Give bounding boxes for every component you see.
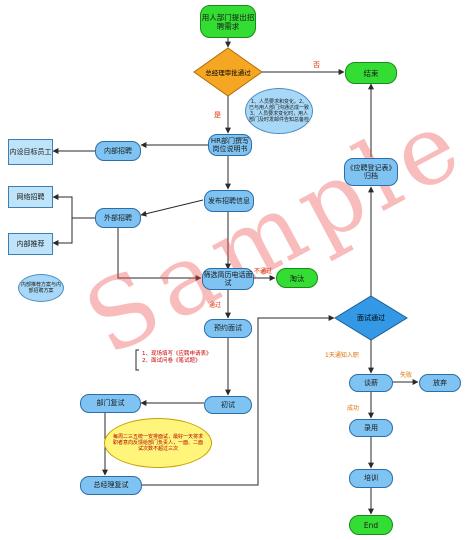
first-interview-node: 初试	[204, 396, 252, 414]
internal-recruit-node: 内部招聘	[95, 141, 141, 161]
edge-label-success: 成功	[347, 405, 360, 412]
internal-target-node: 内设目标员工	[8, 139, 53, 165]
second-interview-node: 部门复试	[80, 394, 141, 413]
screen-resume-node: 筛选简历电话面试	[202, 268, 254, 290]
publish-recruit-node: 发布招聘信息	[204, 190, 254, 212]
internal-referral-node: 内部推荐	[8, 233, 53, 255]
interview-pass-label: 面试通过	[357, 314, 385, 322]
edge-label-not-pass: 不通过	[254, 268, 273, 275]
abandon-node: 放弃	[419, 374, 461, 392]
schedule-interview-node: 预约面试	[204, 319, 252, 338]
connector-lines	[52, 38, 419, 515]
edge-label-fail: 失败	[400, 372, 413, 379]
interview-notes: 1、现场填写《应聘申请表》2、面试问卷《笔试题》	[142, 351, 212, 364]
edge-label-notify: 1天通知入职	[325, 352, 359, 359]
hr-job-description-node: HR部门撰写岗位说明书	[208, 134, 252, 156]
end-bottom-node: End	[349, 515, 393, 535]
start-node: 用人部门提出招聘需求	[200, 5, 256, 38]
external-recruit-node: 外部招聘	[95, 208, 141, 228]
negotiate-node: 谈薪	[349, 374, 393, 392]
referral-notes-cloud: 内部推荐方案与内部招聘方案	[18, 274, 64, 302]
approval-notes-cloud: 1、人员要求和变化。2、已与用人部门沟通达成一致 3、人员要求变化时，用人部门及…	[245, 88, 313, 134]
approval-decision-label: 总经理审批通过	[205, 69, 251, 77]
eliminate-node: 淘汰	[276, 268, 318, 288]
schedule-notes-cloud: 每周二三五统一安排面试，最好一天将求职者意向反馈给部门负责人，一面、二面试次数不…	[104, 418, 212, 468]
edge-label-pass: 通过	[209, 302, 222, 309]
gm-interview-node: 总经理复试	[80, 476, 142, 495]
training-node: 培训	[349, 469, 393, 488]
edge-label-no: 否	[313, 61, 320, 69]
online-recruit-node: 网络招聘	[8, 186, 53, 208]
end-top-node: 结束	[345, 62, 397, 84]
archive-node: 《应聘登记表》归档	[344, 158, 398, 186]
hire-node: 录用	[349, 419, 393, 437]
edge-label-yes: 是	[214, 111, 221, 119]
